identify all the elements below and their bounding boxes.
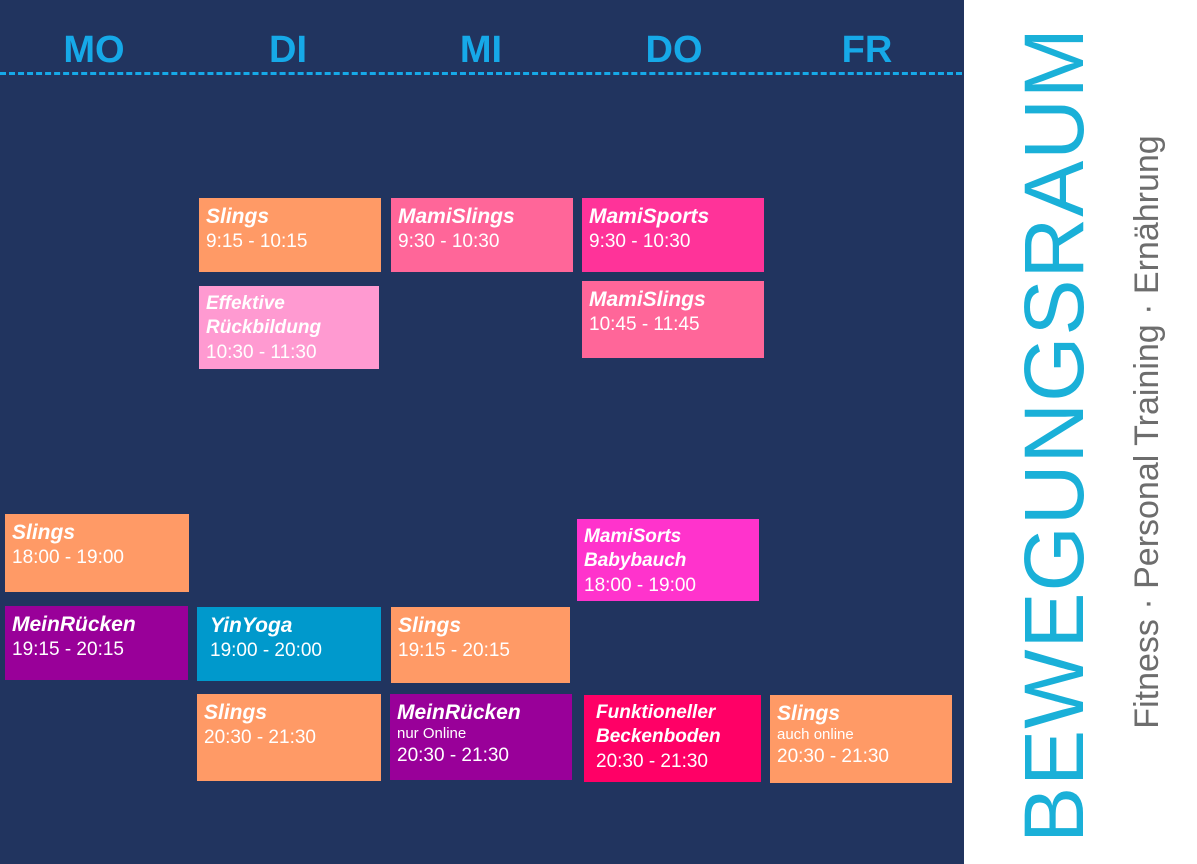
class-time: 20:30 - 21:30 bbox=[204, 727, 316, 748]
class-card[interactable]: MeinRücken nur Online 20:30 - 21:30 bbox=[390, 694, 572, 780]
class-time: 19:15 - 20:15 bbox=[12, 639, 124, 660]
class-card[interactable]: Funktioneller Beckenboden 20:30 - 21:30 bbox=[584, 695, 761, 782]
class-name: MamiSorts Babybauch bbox=[584, 526, 687, 571]
schedule-panel: MO DI MI DO FR Slings 9:15 - 10:15 Effek… bbox=[0, 0, 964, 864]
class-name: YinYoga bbox=[210, 614, 293, 637]
class-name: Effektive Rückbildung bbox=[206, 293, 322, 338]
class-name: Slings bbox=[12, 521, 76, 544]
day-header-mi: MI bbox=[459, 29, 503, 71]
class-name: Slings bbox=[206, 205, 270, 228]
class-time: 9:30 - 10:30 bbox=[398, 231, 500, 252]
class-name: MeinRücken bbox=[397, 701, 521, 724]
class-time: 10:30 - 11:30 bbox=[206, 342, 317, 363]
class-time: 9:30 - 10:30 bbox=[589, 231, 691, 252]
day-header-mo: MO bbox=[63, 29, 125, 71]
class-card[interactable]: Slings auch online 20:30 - 21:30 bbox=[770, 695, 952, 783]
class-card[interactable]: YinYoga 19:00 - 20:00 bbox=[197, 607, 381, 681]
class-card[interactable]: MamiSports 9:30 - 10:30 bbox=[582, 198, 764, 272]
class-time: 19:00 - 20:00 bbox=[210, 640, 322, 661]
class-card[interactable]: Slings 18:00 - 19:00 bbox=[5, 514, 189, 592]
class-note: auch online bbox=[777, 726, 854, 743]
class-time: 20:30 - 21:30 bbox=[397, 745, 509, 766]
class-name: MeinRücken bbox=[12, 613, 136, 636]
brand-tagline: Fitness · Personal Training · Ernährung bbox=[1128, 135, 1166, 729]
class-name: MamiSlings bbox=[398, 205, 515, 228]
class-card[interactable]: Effektive Rückbildung 10:30 - 11:30 bbox=[199, 286, 379, 369]
class-card[interactable]: MamiSlings 9:30 - 10:30 bbox=[391, 198, 573, 272]
class-time: 10:45 - 11:45 bbox=[589, 314, 700, 335]
class-time: 9:15 - 10:15 bbox=[206, 231, 308, 252]
day-header-do: DO bbox=[645, 29, 703, 71]
class-name: Slings bbox=[777, 702, 841, 725]
class-name: MamiSlings bbox=[589, 288, 706, 311]
class-card[interactable]: Slings 19:15 - 20:15 bbox=[391, 607, 570, 683]
brand-panel bbox=[964, 0, 1197, 864]
day-header-fr: FR bbox=[841, 29, 893, 71]
class-card[interactable]: Slings 9:15 - 10:15 bbox=[199, 198, 381, 272]
class-time: 20:30 - 21:30 bbox=[777, 746, 889, 767]
day-header-di: DI bbox=[269, 29, 307, 71]
class-card[interactable]: MamiSlings 10:45 - 11:45 bbox=[582, 281, 764, 358]
class-time: 18:00 - 19:00 bbox=[584, 575, 696, 596]
class-card[interactable]: MamiSorts Babybauch 18:00 - 19:00 bbox=[577, 519, 759, 601]
class-time: 19:15 - 20:15 bbox=[398, 640, 510, 661]
class-card[interactable]: MeinRücken 19:15 - 20:15 bbox=[5, 606, 188, 680]
class-time: 18:00 - 19:00 bbox=[12, 547, 124, 568]
header-divider bbox=[0, 72, 962, 75]
brand-logo-title: BEWEGUNGSRAUM bbox=[1007, 27, 1101, 843]
class-name: Funktioneller Beckenboden bbox=[596, 702, 721, 747]
class-name: MamiSports bbox=[589, 205, 710, 228]
class-card[interactable]: Slings 20:30 - 21:30 bbox=[197, 694, 381, 781]
class-note: nur Online bbox=[397, 725, 467, 742]
class-name: Slings bbox=[204, 701, 268, 724]
class-name: Slings bbox=[398, 614, 462, 637]
class-time: 20:30 - 21:30 bbox=[596, 751, 708, 772]
